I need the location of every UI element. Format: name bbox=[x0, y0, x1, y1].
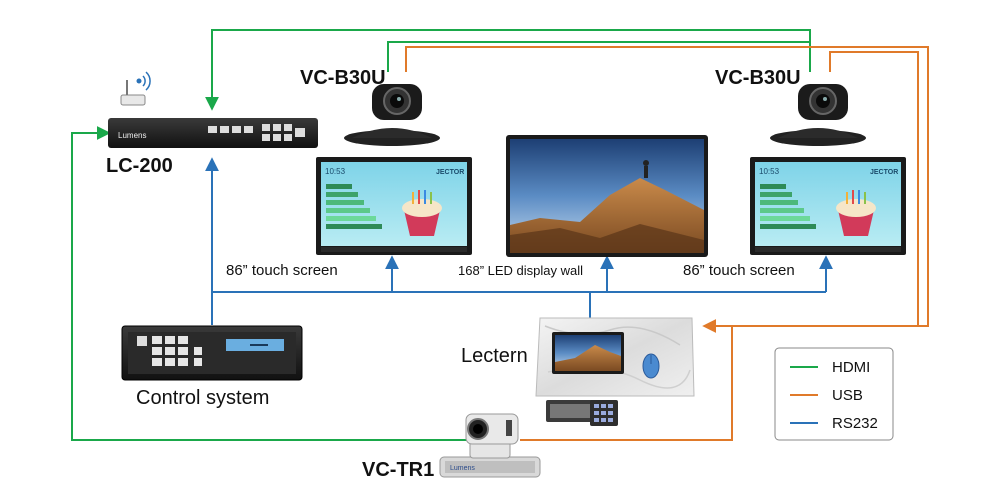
touch-screen-left-logo: JECTOR bbox=[436, 169, 464, 176]
cupcake-icon bbox=[836, 190, 876, 236]
touch-screen-right-clock: 10:53 bbox=[759, 167, 780, 176]
legend: HDMI USB RS232 bbox=[774, 347, 894, 441]
touch-screen-right-logo: JECTOR bbox=[870, 169, 898, 176]
hdmi-line-cameras-to-lc200 bbox=[205, 29, 811, 111]
led-wall-label: 168” LED display wall bbox=[458, 263, 583, 278]
touch-screen-right: 10:53 JECTOR 86” touch screen bbox=[683, 157, 906, 279]
connections bbox=[71, 29, 929, 441]
control-keypad bbox=[152, 336, 202, 366]
lc200-brand: Lumens bbox=[118, 131, 146, 140]
legend-label-hdmi: HDMI bbox=[832, 359, 870, 376]
hdmi-line-tracking-to-lc200 bbox=[71, 126, 470, 441]
lectern-label: Lectern bbox=[461, 345, 528, 367]
legend-label-rs232: RS232 bbox=[832, 415, 878, 432]
legend-item: USB bbox=[790, 387, 863, 404]
control-system-label: Control system bbox=[136, 387, 269, 409]
camera-right: VC-B30U bbox=[715, 67, 866, 146]
touch-screen-left-clock: 10:53 bbox=[325, 167, 346, 176]
lectern: Lectern bbox=[461, 317, 695, 426]
wifi-router-icon bbox=[120, 71, 151, 106]
cupcake-icon bbox=[402, 190, 442, 236]
legend-item: RS232 bbox=[790, 415, 878, 432]
usb-line-right-camera bbox=[829, 51, 919, 326]
lc200-device: Lumens LC-200 bbox=[106, 71, 318, 177]
usb-line-cameras-to-lectern bbox=[405, 46, 929, 333]
tracking-camera-label: VC-TR1 bbox=[362, 459, 434, 481]
touch-screen-left: 10:53 JECTOR 86” touch screen bbox=[226, 157, 472, 279]
camera-right-label: VC-B30U bbox=[715, 67, 801, 89]
lc200-label: LC-200 bbox=[106, 155, 173, 177]
led-display-wall: 168” LED display wall bbox=[458, 135, 708, 278]
mouse-icon bbox=[642, 353, 660, 379]
touch-screen-right-menu bbox=[760, 184, 816, 229]
touch-screen-left-label: 86” touch screen bbox=[226, 262, 338, 279]
touch-screen-left-menu bbox=[326, 184, 382, 229]
camera-left: VC-B30U bbox=[300, 67, 440, 146]
legend-label-usb: USB bbox=[832, 387, 863, 404]
hiker-figure bbox=[643, 160, 649, 178]
legend-item: HDMI bbox=[790, 359, 870, 376]
usb-line-tracking-to-usb bbox=[520, 326, 733, 441]
camera-left-label: VC-B30U bbox=[300, 67, 386, 89]
tracking-camera: Lumens VC-TR1 bbox=[362, 413, 541, 481]
touch-screen-right-label: 86” touch screen bbox=[683, 262, 795, 279]
control-system: Control system bbox=[121, 325, 303, 409]
lc200-buttons bbox=[208, 124, 305, 141]
keyboard-icon bbox=[546, 400, 618, 426]
tracking-camera-brand: Lumens bbox=[450, 465, 475, 472]
